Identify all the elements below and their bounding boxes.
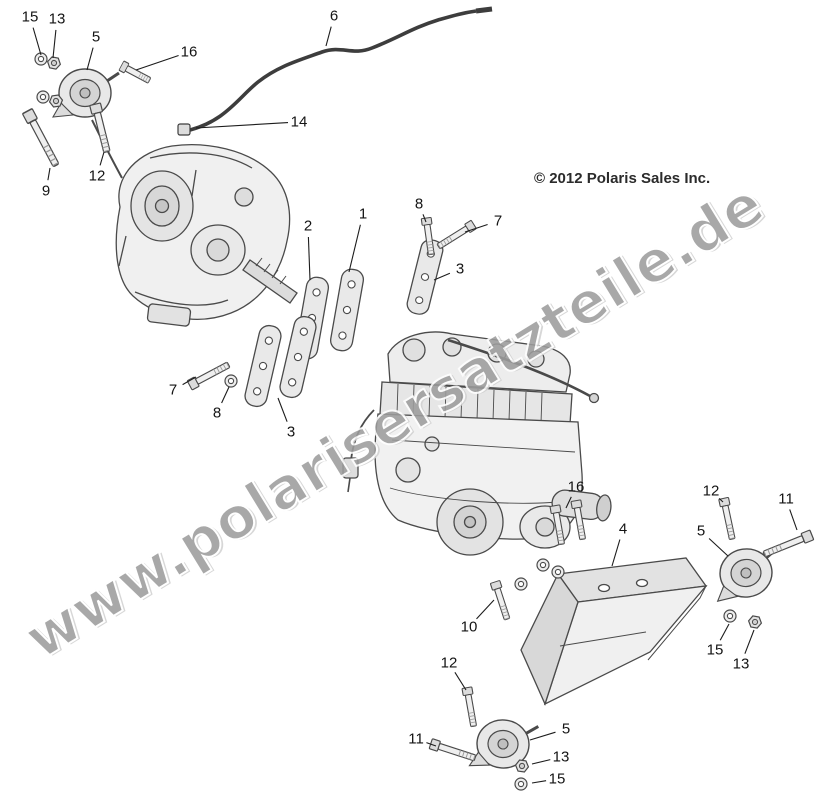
vent-hose-drawing [177, 6, 493, 136]
engine-drawing [342, 331, 612, 556]
support-bracket-drawing [520, 557, 708, 706]
copyright-notice: © 2012 Polaris Sales Inc. [534, 170, 711, 187]
transmission-drawing [91, 119, 298, 327]
